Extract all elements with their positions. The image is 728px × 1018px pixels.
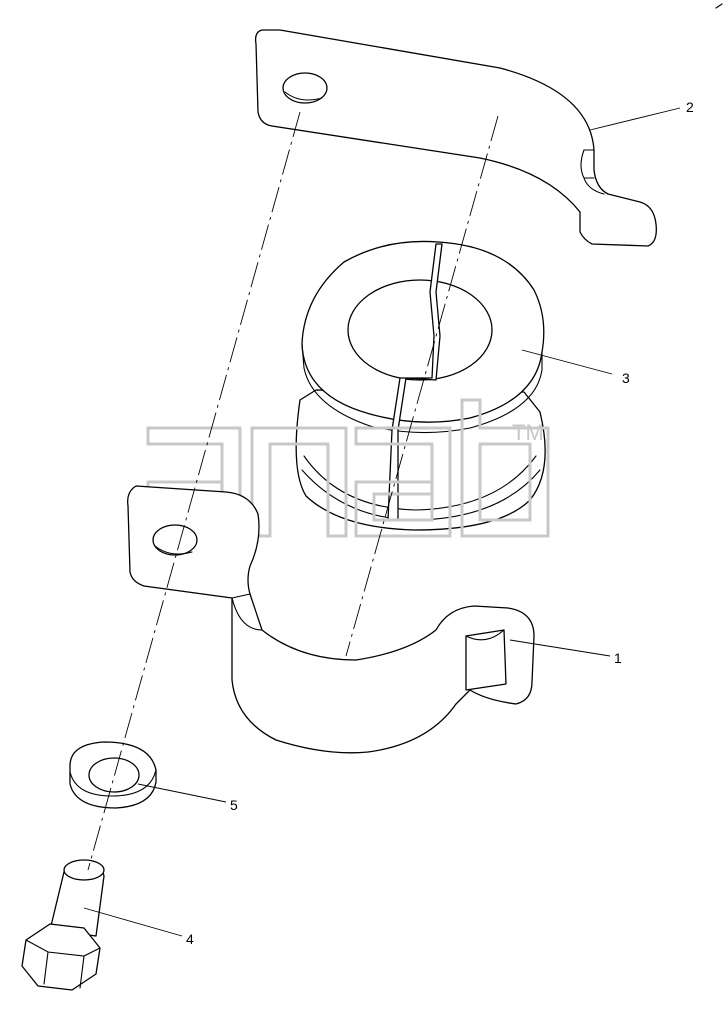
leader-3	[521, 349, 613, 375]
axis-center	[345, 115, 499, 657]
callout-3: 3	[622, 370, 630, 386]
part-lower-clamp	[127, 485, 535, 754]
callout-5: 5	[230, 797, 238, 813]
callout-1: 1	[614, 650, 622, 666]
leader-2	[589, 107, 681, 131]
corner-mark	[715, 3, 723, 9]
part-washer	[69, 741, 157, 809]
leader-4	[83, 907, 183, 937]
leader-5	[137, 783, 227, 803]
part-upper-strap	[254, 29, 657, 247]
callout-4: 4	[186, 931, 194, 947]
part-bushing	[295, 240, 546, 531]
leader-1	[509, 639, 611, 657]
watermark-trademark: TM	[512, 420, 544, 445]
part-bolt	[21, 859, 105, 991]
axis-left-bolt	[87, 111, 301, 871]
callout-2: 2	[686, 99, 694, 115]
